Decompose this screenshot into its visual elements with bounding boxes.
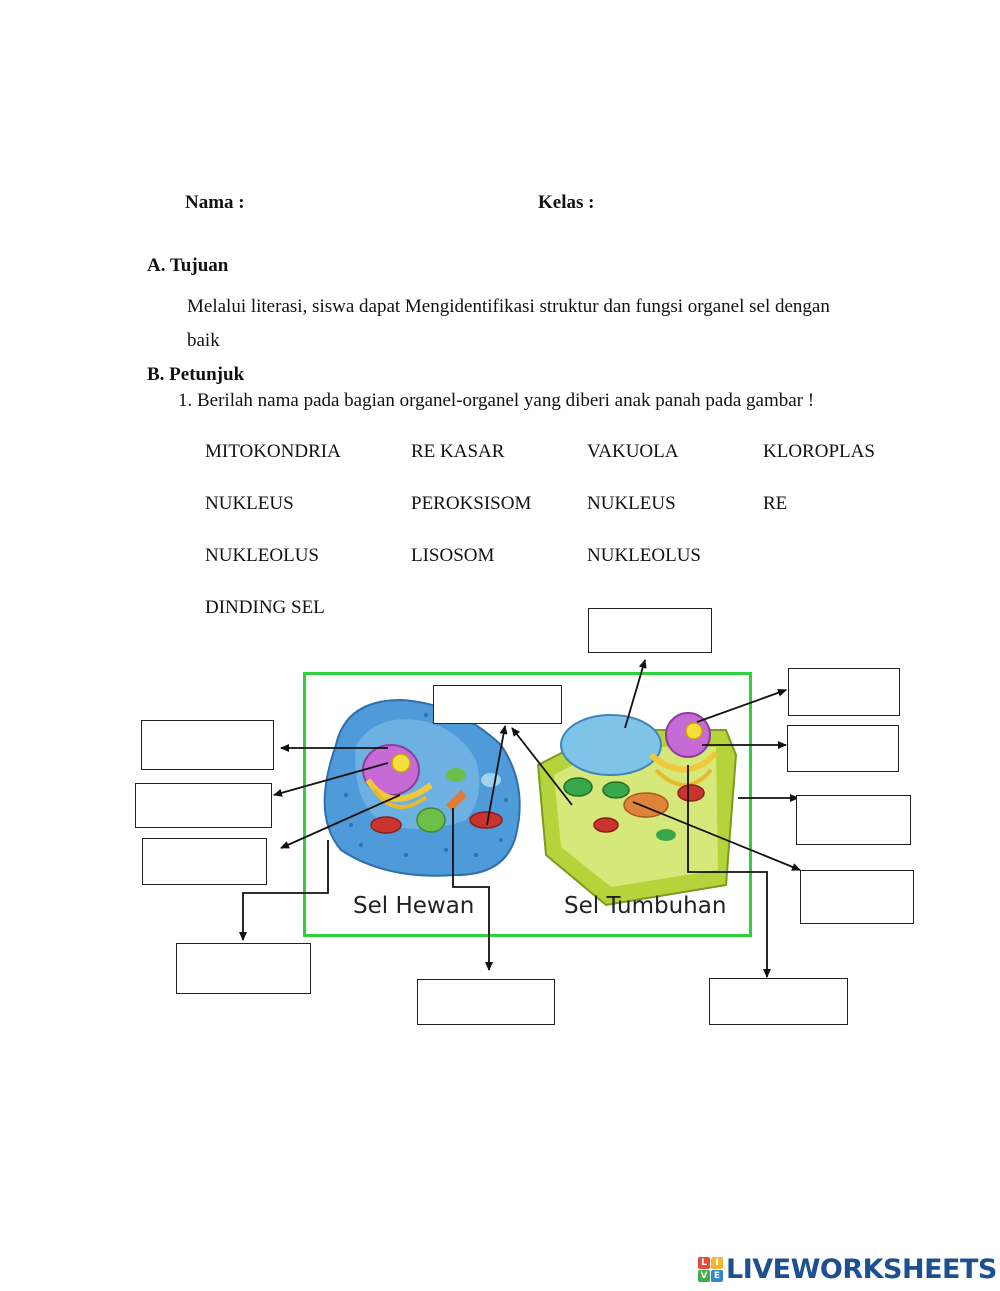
answer-box-bottom-left[interactable] [176, 943, 311, 994]
answer-box-right-1[interactable] [788, 668, 900, 716]
word-bank-item: NUKLEUS [205, 493, 294, 514]
answer-box-top-center[interactable] [433, 685, 562, 724]
arrow-line [273, 762, 389, 797]
name-label: Nama : [185, 192, 245, 213]
arrow-line [624, 659, 647, 729]
arrow-line [452, 808, 493, 971]
liveworksheets-text: LIVEWORKSHEETS [726, 1254, 997, 1285]
section-a-heading: A. Tujuan [147, 255, 229, 276]
answer-box-left-2[interactable] [135, 783, 272, 828]
word-bank-item: NUKLEUS [587, 493, 676, 514]
answer-box-left-3[interactable] [142, 838, 267, 885]
arrow-line [696, 688, 787, 723]
answer-box-bottom-right[interactable] [709, 978, 848, 1025]
cell-illustration [323, 698, 738, 907]
animal-cell-label: Sel Hewan [353, 893, 475, 919]
answer-box-right-2[interactable] [787, 725, 899, 772]
plant-cell-illustration [536, 712, 738, 907]
class-label: Kelas : [538, 192, 595, 213]
plant-cell-label: Sel Tumbuhan [564, 893, 727, 919]
answer-box-bottom-center[interactable] [417, 979, 555, 1025]
liveworksheets-logo-icon: L I V E [698, 1257, 723, 1282]
word-bank-item: PEROKSISOM [411, 493, 532, 514]
arrow-line [687, 765, 771, 978]
word-bank-item: NUKLEOLUS [587, 545, 701, 566]
word-bank-item: LISOSOM [411, 545, 495, 566]
word-bank-item: MITOKONDRIA [205, 441, 341, 462]
objective-text-line1: Melalui literasi, siswa dapat Mengidenti… [187, 296, 830, 317]
arrow-line [632, 801, 801, 871]
arrow-line [239, 840, 329, 941]
word-bank-item: KLOROPLAS [763, 441, 875, 462]
objective-text-line2: baik [187, 330, 220, 351]
answer-box-vakuola[interactable] [588, 608, 712, 653]
arrow-line [511, 727, 573, 806]
liveworksheets-brand: L I V E LIVEWORKSHEETS [698, 1254, 997, 1285]
answer-box-left-1[interactable] [141, 720, 274, 770]
word-bank-item: RE KASAR [411, 441, 505, 462]
animal-cell-illustration [323, 698, 521, 877]
arrow-line [280, 794, 401, 849]
word-bank-item: VAKUOLA [587, 441, 679, 462]
word-bank-item: DINDING SEL [205, 597, 325, 618]
answer-box-right-4[interactable] [800, 870, 914, 924]
section-b-heading: B. Petunjuk [147, 364, 245, 385]
word-bank-item: RE [763, 493, 788, 514]
answer-box-right-3[interactable] [796, 795, 911, 845]
word-bank-item: NUKLEOLUS [205, 545, 319, 566]
arrow-line [486, 725, 508, 826]
instruction-text: 1. Berilah nama pada bagian organel-orga… [178, 390, 815, 411]
